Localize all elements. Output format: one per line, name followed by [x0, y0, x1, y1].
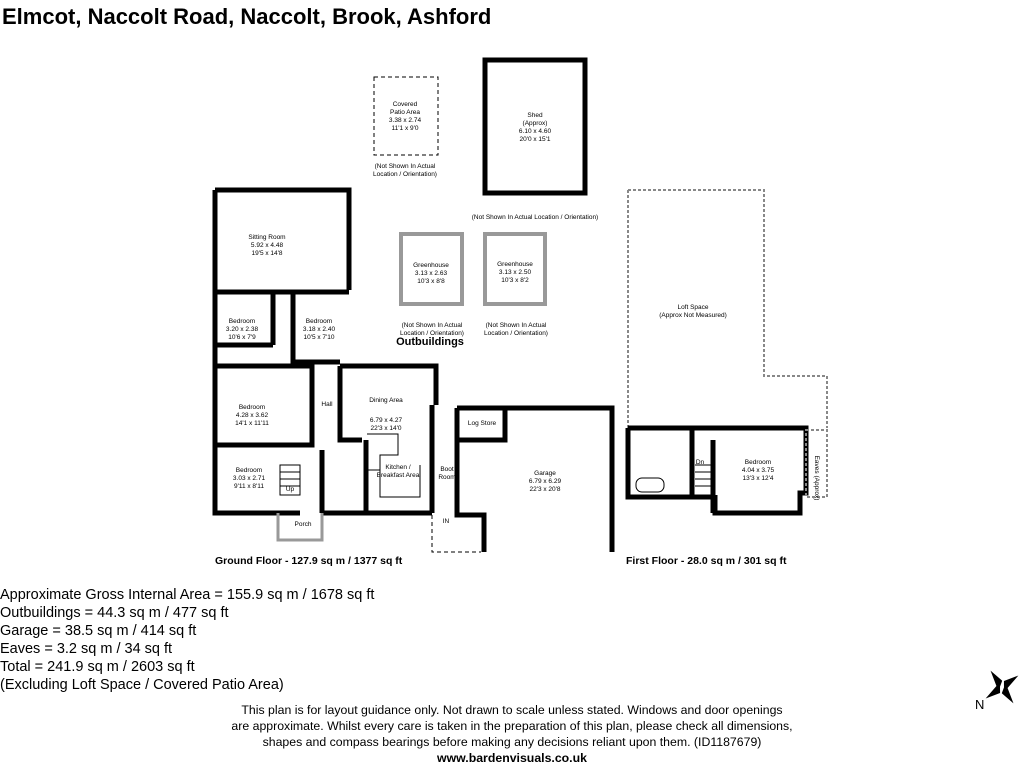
stairs-up-label: Up	[285, 486, 295, 493]
outbuildings-area: Outbuildings = 44.3 sq m / 477 sq ft	[0, 605, 229, 621]
greenhouse2-walls	[483, 232, 547, 306]
porch-label: Porch	[294, 521, 312, 528]
ground-floor-walls	[212, 187, 615, 552]
stairs	[279, 464, 301, 496]
eaves-label: Eaves (Approx)	[813, 455, 820, 501]
website-link[interactable]: www.bardenvisuals.co.uk	[437, 751, 587, 765]
ground-floor-area: Ground Floor - 127.9 sq m / 1377 sq ft	[215, 555, 403, 567]
dining-area-label: Dining Area	[369, 397, 403, 404]
loft-label: Loft Space(Approx Not Measured)	[659, 304, 727, 319]
greenhouse1-walls	[399, 232, 464, 306]
greenhouse2-note: (Not Shown In Actual Location / Orientat…	[484, 322, 548, 337]
porch-walls	[276, 513, 324, 542]
shed-note: (Not Shown In Actual Location / Orientat…	[471, 214, 599, 221]
compass-north-label: N	[975, 697, 985, 712]
first-floor-walls	[625, 425, 809, 516]
outbuildings-heading: Outbuildings	[396, 336, 464, 348]
eaves-area: Eaves = 3.2 sq m / 34 sq ft	[0, 641, 173, 657]
property-title: Elmcot, Naccolt Road, Naccolt, Brook, As…	[2, 4, 492, 29]
boot-room-label: Boot Room	[438, 466, 456, 481]
loft-outline	[627, 189, 828, 428]
first-floor-area: First Floor - 28.0 sq m / 301 sq ft	[626, 555, 787, 567]
kitchen-label: Kitchen / Breakfast Area	[376, 464, 420, 479]
entrance-label: IN	[442, 518, 450, 525]
garage-area: Garage = 38.5 sq m / 414 sq ft	[0, 623, 197, 639]
greenhouse1-note: (Not Shown In Actual Location / Orientat…	[400, 322, 464, 337]
disclaimer: This plan is for layout guidance only. N…	[231, 703, 793, 765]
area-exclusion-note: (Excluding Loft Space / Covered Patio Ar…	[0, 677, 284, 693]
stairs-down-label: Dn	[695, 459, 705, 466]
hall-label: Hall	[321, 401, 333, 408]
patio-outline	[373, 76, 439, 156]
shed-walls	[482, 57, 588, 196]
first-floor-stairs	[695, 464, 713, 496]
in-porch-outline	[431, 515, 481, 553]
kitchen-units	[367, 433, 421, 498]
bath	[635, 477, 665, 493]
total-area: Total = 241.9 sq m / 2603 sq ft	[0, 659, 195, 675]
gross-area: Approximate Gross Internal Area = 155.9 …	[0, 587, 375, 603]
log-store-label: Log Store	[467, 420, 497, 427]
compass-icon	[985, 670, 1019, 704]
eaves-outline	[805, 429, 828, 498]
patio-note: (Not Shown In Actual Location / Orientat…	[373, 163, 437, 178]
